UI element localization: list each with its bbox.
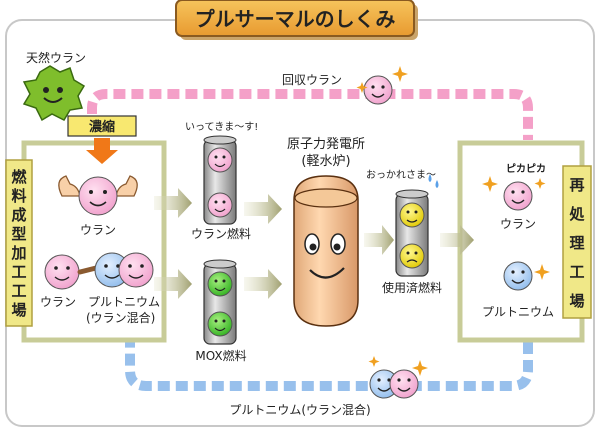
uranium-muscle-character	[58, 175, 138, 216]
spent-fuel-canister	[395, 189, 429, 277]
fuel-plant-char-6: 工	[11, 282, 26, 300]
reprocessing-plant-sign: 再 処 理 工 場	[562, 165, 592, 319]
recovered-uranium-loop	[87, 89, 533, 140]
sparkle-icon	[368, 356, 380, 367]
recovered-uranium-face	[363, 75, 393, 105]
fuel-plant-char-7: 場	[11, 301, 26, 319]
reprocessing-char-4: 場	[569, 292, 584, 310]
bottom-pair-faces	[369, 369, 419, 399]
arrow-reactor-to-spent	[364, 225, 394, 255]
reprocessing-char-3: 工	[569, 263, 584, 281]
sparkle-icon	[482, 176, 498, 192]
arrow-mox-fuel-to-reactor	[244, 269, 282, 299]
itte-label: いってきま〜す!	[185, 121, 258, 133]
plutonium-mix-label: (ウラン混合)	[86, 310, 155, 325]
sparkle-icon	[534, 178, 546, 189]
arrow-spent-to-reprocessing	[440, 225, 474, 255]
fuel-plant-char-2: 成	[11, 206, 26, 224]
sweat-drops	[428, 174, 439, 188]
spent-fuel-label: 使用済燃料	[382, 280, 442, 295]
sparkle-icon	[392, 66, 408, 82]
sparkle-icon	[412, 360, 428, 376]
reprocessing-char-0: 再	[569, 176, 584, 194]
uranium-fuel-canister	[203, 135, 237, 225]
reactor-label-line2: (軽水炉)	[301, 154, 350, 169]
fuel-plant-char-4: 加	[10, 244, 26, 262]
mox-fuel-canister	[203, 259, 237, 345]
arrow-to-mox-fuel	[154, 269, 192, 299]
reactor-label-line1: 原子力発電所	[287, 137, 365, 152]
page-title: プルサーマルのしくみ	[195, 7, 396, 31]
plutonium-label-right: プルトニウム	[482, 305, 554, 319]
uranium-fuel-label: ウラン燃料	[191, 226, 251, 241]
uranium-plutonium-pair	[44, 252, 154, 290]
enrichment-label: 濃縮	[89, 119, 115, 135]
enrichment-arrow	[86, 138, 118, 164]
plutonium-bottom-label: プルトニウム(ウラン混合)	[229, 402, 370, 417]
arrow-to-uranium-fuel	[154, 188, 192, 218]
fuel-plant-char-3: 型	[11, 225, 26, 243]
sparkle-icon	[534, 264, 550, 280]
pikapika-label: ピカピカ	[506, 163, 546, 175]
recovered-uranium-label: 回収ウラン	[282, 73, 342, 87]
fuel-plant-char-5: 工	[11, 263, 26, 281]
otsukare-label: おっかれさま〜	[366, 169, 436, 181]
uranium-pink-face-right	[503, 181, 533, 211]
mox-fuel-label: MOX燃料	[195, 348, 246, 363]
plutonium-blue-face-right	[503, 261, 533, 291]
plutonium-return-loop	[125, 338, 533, 391]
natural-uranium-character	[22, 65, 86, 122]
arrow-uranium-fuel-to-reactor	[244, 194, 282, 224]
uranium-label-left: ウラン	[80, 223, 116, 237]
fuel-plant-char-0: 燃	[11, 168, 27, 186]
natural-uranium-label: 天然ウラン	[26, 50, 86, 65]
reactor-character	[293, 175, 359, 327]
enrichment-box	[67, 115, 137, 137]
sparkle-icon	[356, 82, 368, 93]
uranium-label-pair: ウラン	[40, 295, 76, 309]
fuel-plant-sign: 燃 料 成 型 加 工 工 場	[5, 159, 33, 327]
plutonium-label-pair: プルトニウム	[88, 295, 160, 309]
reprocessing-char-2: 理	[569, 234, 584, 252]
process-arrows	[154, 188, 474, 299]
title-plate: プルサーマルのしくみ	[175, 0, 418, 40]
fuel-plant-char-1: 料	[11, 187, 26, 205]
reprocessing-char-1: 処	[568, 205, 585, 223]
uranium-label-right: ウラン	[500, 217, 536, 231]
